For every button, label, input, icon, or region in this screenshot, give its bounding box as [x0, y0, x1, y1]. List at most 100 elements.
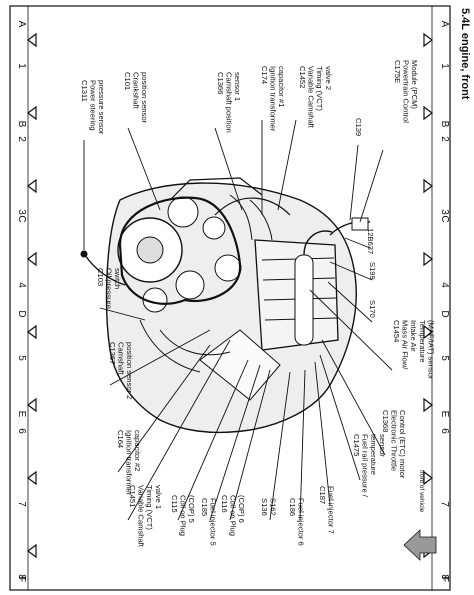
grid-marker-left-2 [27, 105, 37, 121]
callout-c185-line-0: C185 [200, 498, 209, 516]
callout-c1451-line-0: C1451 [128, 485, 137, 507]
callout-c116-line-1: Coil on Plug [229, 495, 238, 536]
callout-c101-line-2: position sensor [140, 72, 149, 124]
water-pump-pulley [167, 196, 199, 228]
ps-pump-pulley [214, 254, 242, 282]
callout-s12b637: 12B637 [366, 228, 375, 254]
callout-c1475-line-1: Fuel rail pressure / [361, 434, 370, 498]
callout-c164-line-1: Ignition transformer [125, 430, 134, 496]
callout-c139: C139 [354, 118, 363, 136]
callout-c1452-line-1: Variable Camshaft [307, 66, 316, 129]
callout-c1368-line-0: C1368 [381, 410, 390, 432]
callout-c1367-line-0: C1367 [108, 342, 117, 364]
grid-col-label-right-3: 3 [439, 209, 450, 215]
grid-col-label-right-8: 8 [439, 574, 450, 580]
callout-c1367-line-1: Camshaft [117, 342, 126, 375]
grid-row-label-right-B: B [439, 121, 450, 128]
grid-col-label-left-3: 3 [16, 209, 27, 215]
grid-col-label-right-2: 2 [439, 136, 450, 142]
callout-c1368-line-2: Control (ETC) motor [398, 410, 407, 479]
callout-c175e-line-0: C175E [393, 60, 402, 83]
callout-c1451-line-2: Timing (VCT) [145, 485, 154, 530]
grid-marker-left-5 [27, 324, 37, 340]
callout-c175e-line-2: Module (PCM) [410, 60, 419, 109]
drive-belt [118, 196, 242, 305]
grid-row-label-left-A: A [16, 21, 27, 28]
power-steering-line [84, 254, 126, 286]
grid-row-label-left-E: E [16, 411, 27, 418]
callout-c162-line-0: S136 [260, 498, 269, 516]
grid-col-label-left-4: 4 [16, 282, 27, 288]
grid-col-label-right-5: 5 [439, 355, 450, 361]
callout-c139-line-0: C139 [354, 118, 363, 136]
tensioner-pulley [202, 216, 226, 240]
callout-c1311-line-2: pressure sensor [97, 80, 106, 135]
callout-c187-line-0: C187 [318, 486, 327, 504]
callout-c1475-line-0: C1475 [352, 434, 361, 456]
callout-c1451-line-3: valve 1 [154, 485, 163, 509]
callout-s199: S199 [368, 262, 377, 280]
crank-pulley-hub [136, 236, 164, 264]
callout-c174-line-0: C174 [260, 66, 269, 84]
callout-c1367-line-2: position sensor 2 [125, 342, 134, 399]
grid-row-label-right-F: F [439, 576, 450, 582]
grid-col-label-left-2: 2 [16, 136, 27, 142]
grid-col-label-right-7: 7 [439, 501, 450, 507]
page-title: 5.4L engine, front [459, 8, 471, 100]
leader-lines [83, 119, 393, 521]
grid-col-label-right-1: 1 [439, 63, 450, 69]
grid-row-label-left-F: F [16, 576, 27, 582]
callout-c1454-line-1: Mass Air Flow/ [401, 320, 410, 370]
grid-marker-right-5 [423, 324, 433, 340]
grid-marker-left-4 [27, 251, 37, 267]
grid-row-label-left-B: B [16, 121, 27, 128]
grid-marker-right-3 [423, 178, 433, 194]
grid-col-label-left-5: 5 [16, 355, 27, 361]
callout-c116-line-0: C116 [220, 495, 229, 513]
grid-col-label-right-4: 4 [439, 282, 450, 288]
callout-s199-line-0: S199 [368, 262, 377, 280]
callout-front: front of vehicle [418, 470, 425, 513]
callout-c1454-line-2: Intake Air [409, 320, 418, 352]
callout-c1454-line-3: Temperature [418, 320, 427, 363]
callout-c1368-line-1: Electronic Throttle [390, 410, 399, 471]
callout-c1366-line-0: C1366 [216, 72, 225, 94]
callout-c174-line-2: capacitor #1 [277, 66, 286, 107]
callout-c115-line-2: (COP) 5 [187, 495, 196, 523]
callout-front-line-0: front of vehicle [418, 470, 425, 513]
grid-row-label-right-A: A [439, 21, 450, 28]
grid-marker-left-6 [27, 397, 37, 413]
front-of-vehicle-arrow [403, 529, 437, 561]
grid-marker-left-7 [27, 470, 37, 486]
callout-c103-line-1: Oil pressure [105, 268, 114, 309]
diagram-frame [9, 5, 451, 591]
grid-marker-left-8 [27, 543, 37, 559]
callout-c1366-line-1: Camshaft position [225, 72, 234, 133]
callout-c115-line-1: Coil on Plug [179, 495, 188, 536]
callout-c175e-line-1: Powertrain Control [402, 60, 411, 123]
callout-c1452-line-0: C1452 [298, 66, 307, 88]
callout-c187-line-1: Fuel injector 7 [327, 486, 336, 534]
grid-marker-left-1 [27, 32, 37, 48]
grid-marker-right-6 [423, 397, 433, 413]
grid-col-label-left-6: 6 [16, 428, 27, 434]
grid-row-label-left-D: D [16, 310, 27, 317]
callout-c164-line-0: C164 [116, 430, 125, 448]
grid-marker-right-1 [423, 32, 433, 48]
